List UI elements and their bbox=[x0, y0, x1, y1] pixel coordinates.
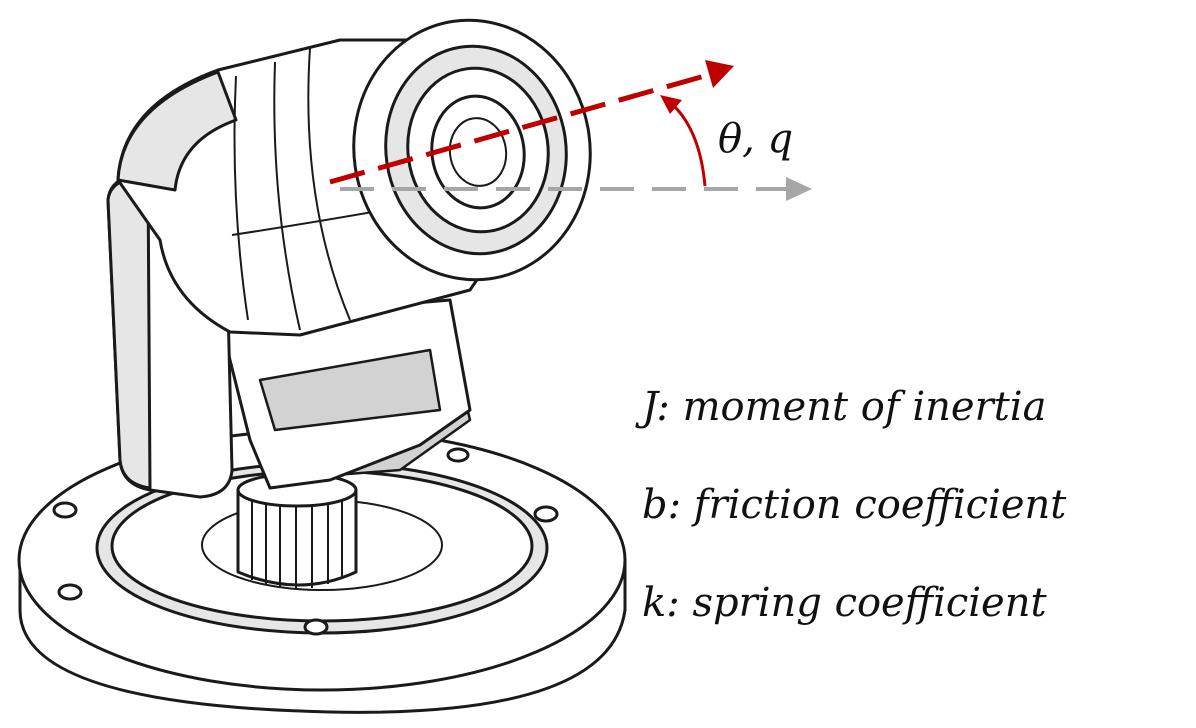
parameter-legend: J: moment of inertia b: friction coeffic… bbox=[635, 384, 1067, 626]
beam-arrowhead bbox=[705, 60, 734, 88]
mounting-hole bbox=[446, 447, 470, 463]
mounting-hole bbox=[533, 505, 559, 523]
mounting-hole bbox=[52, 501, 78, 519]
legend-symbol: k bbox=[642, 580, 666, 626]
legend-text: : spring coefficient bbox=[666, 580, 1047, 626]
legend-text: : moment of inertia bbox=[656, 384, 1046, 430]
legend-symbol: b bbox=[642, 482, 668, 528]
legend-text: : friction coefficient bbox=[668, 482, 1068, 528]
mounting-hole bbox=[57, 583, 83, 601]
legend-spring: k: spring coefficient bbox=[642, 580, 1047, 626]
beam-axis bbox=[329, 60, 734, 185]
legend-friction: b: friction coefficient bbox=[642, 482, 1067, 528]
mounting-hole bbox=[303, 618, 329, 636]
tilt-angle-arc bbox=[660, 95, 707, 187]
reference-arrowhead bbox=[786, 177, 812, 201]
angle-arrowhead bbox=[660, 95, 682, 114]
reference-axis bbox=[340, 177, 812, 201]
legend-inertia: J: moment of inertia bbox=[635, 384, 1046, 430]
pan-shaft bbox=[236, 472, 358, 589]
angle-label: θ, q bbox=[718, 116, 793, 162]
